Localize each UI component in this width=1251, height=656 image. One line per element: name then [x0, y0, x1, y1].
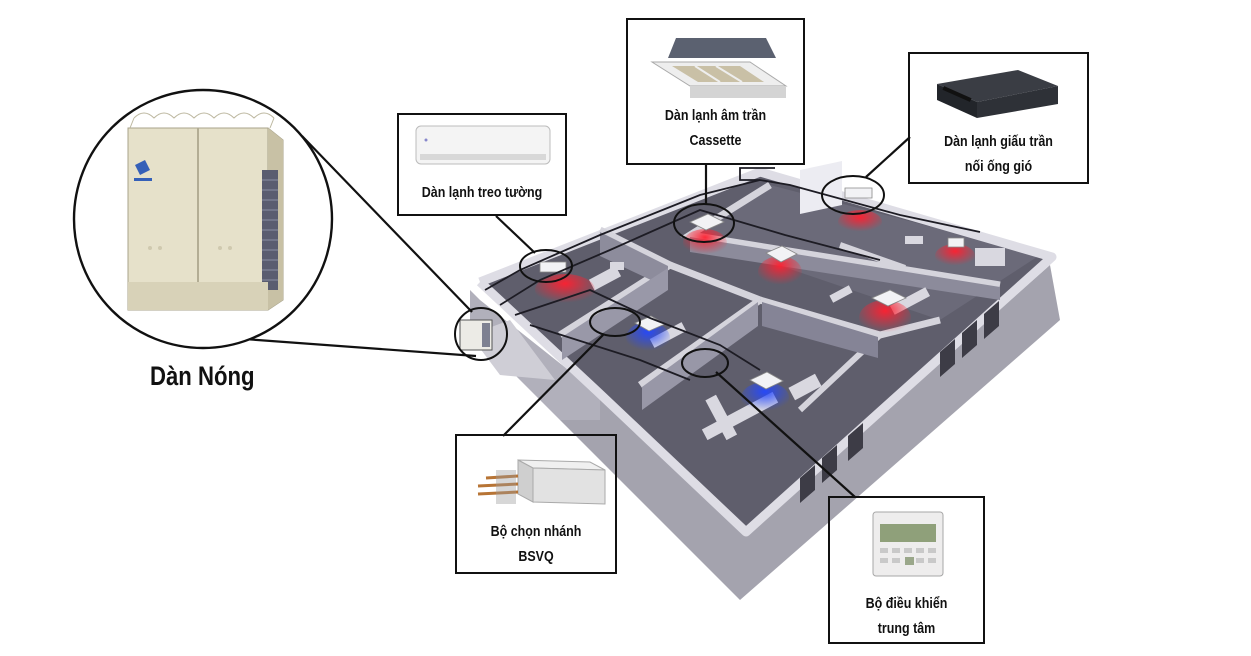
- connector-ducted: [865, 136, 911, 178]
- heat-flow-cassette-3: [859, 300, 911, 336]
- heat-flow-cassette-2: [758, 256, 802, 288]
- highlight-outdoor: [454, 307, 508, 361]
- wall-unit-illustration: [415, 125, 551, 165]
- label-controller: Bộ điều khiển trung tâm: [865, 596, 948, 637]
- outdoor-unit-illustration: [127, 112, 284, 311]
- brand-logo: [135, 160, 150, 175]
- front-right-wall: [560, 265, 1060, 600]
- label-box-cassette: Dàn lạnh âm trần Cassette: [626, 18, 805, 165]
- internal-wall-2: [668, 261, 762, 304]
- controller-illustration: [872, 511, 944, 577]
- wall-unit-icon: [539, 261, 567, 273]
- connector-outdoor-top: [301, 135, 473, 313]
- piping: [484, 167, 981, 381]
- internal-wall-4: [637, 297, 763, 388]
- outdoor-unit-magnified: [72, 88, 334, 350]
- bs-unit-illustration: [477, 459, 606, 505]
- label-box-wall-unit: Dàn lạnh treo tường: [397, 113, 567, 216]
- internal-wall-7: [838, 242, 907, 271]
- windows: [800, 301, 999, 503]
- cassette-unit-icon: [689, 213, 725, 231]
- label-box-ducted: Dàn lạnh giấu trần nối ống gió: [908, 52, 1089, 184]
- label-box-bs-unit: Bộ chọn nhánh BSVQ: [455, 434, 617, 574]
- highlight-controller: [681, 348, 729, 378]
- highlight-bsvq: [589, 307, 641, 337]
- label-box-controller: Bộ điều khiển trung tâm: [828, 496, 985, 644]
- highlight-ducted: [821, 175, 885, 215]
- outer-wall-top: [476, 167, 1057, 537]
- heat-flow-cassette-1: [683, 229, 727, 257]
- highlight-cassette: [673, 203, 735, 243]
- label-ducted: Dàn lạnh giấu trần nối ống gió: [944, 134, 1053, 175]
- label-outdoor-unit: Dàn Nóng: [150, 361, 255, 391]
- connector-bsvq: [502, 333, 605, 437]
- label-cassette: Dàn lạnh âm trần Cassette: [664, 108, 767, 149]
- ducted-unit-illustration: [937, 70, 1058, 118]
- connector-controller: [715, 371, 856, 498]
- connector-outdoor-bottom: [229, 336, 477, 358]
- heat-flow-ducted-1: [838, 210, 882, 234]
- label-wall-unit: Dàn lạnh treo tường: [421, 185, 543, 201]
- whiteboard: [800, 161, 842, 214]
- highlight-wall-unit: [519, 249, 573, 283]
- cassette-unit-illustration: [650, 38, 788, 98]
- outdoor-unit-mini: [459, 319, 493, 351]
- label-bs-unit: Bộ chọn nhánh BSVQ: [490, 524, 582, 565]
- highlight-circles: [454, 175, 885, 378]
- indoor-units: [539, 187, 965, 390]
- ducted-unit-icon: [844, 187, 873, 199]
- connector-wall: [495, 215, 536, 254]
- connector-lines: [229, 135, 911, 498]
- heat-flow-ducted-2: [935, 244, 975, 268]
